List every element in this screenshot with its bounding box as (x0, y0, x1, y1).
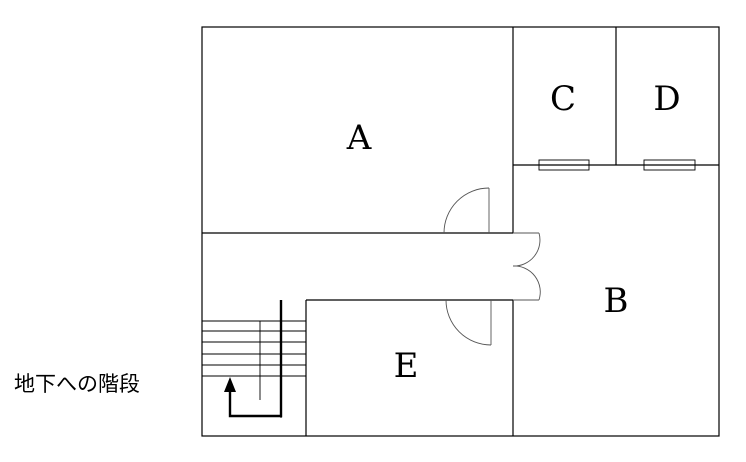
door-a-swing (443, 187, 490, 234)
door-b-swing-top (512, 232, 541, 267)
stairs-label: 地下への階段 (14, 372, 140, 396)
outer-wall (201, 26, 720, 437)
room-b-label: B (604, 281, 629, 321)
window-c (538, 159, 590, 171)
stairs (202, 300, 306, 418)
door-b-swing-bottom (512, 265, 541, 301)
room-a-label: A (346, 118, 372, 158)
room-d-label: D (653, 79, 680, 119)
room-c-label: C (550, 79, 576, 119)
door-e-swing (445, 299, 492, 346)
stairs-direction-arrow-icon (224, 300, 283, 418)
window-d (643, 159, 696, 171)
room-e-label: E (394, 346, 419, 386)
